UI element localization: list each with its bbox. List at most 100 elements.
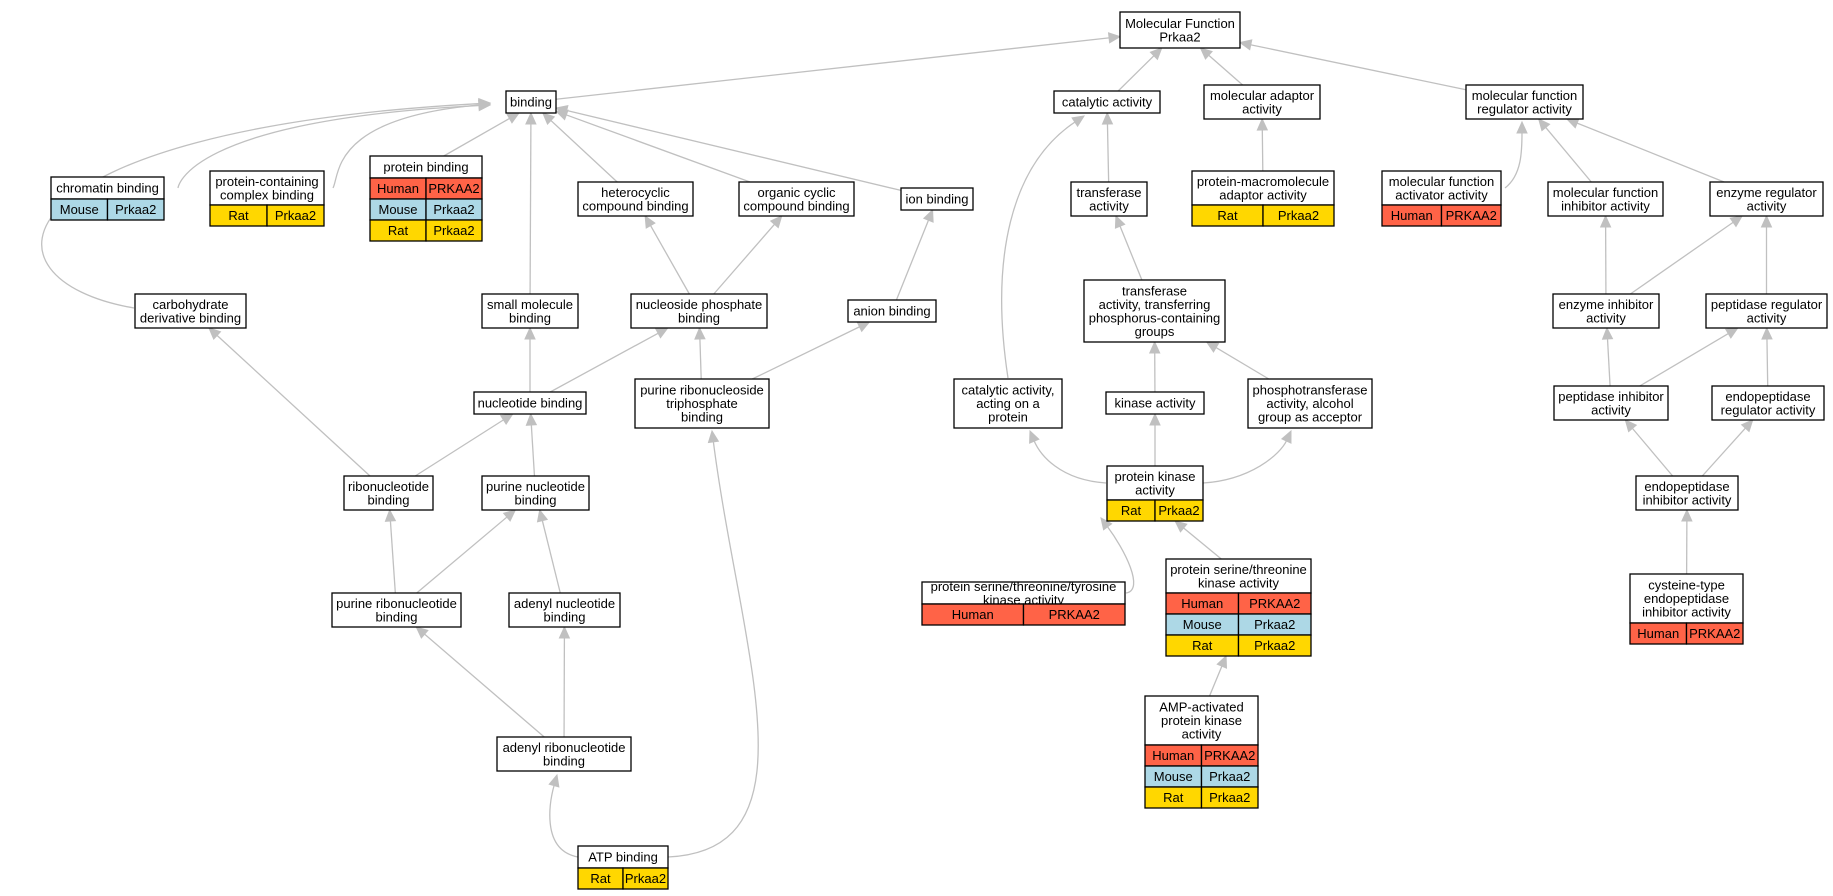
- edge-line: [1504, 131, 1523, 189]
- go-term-node[interactable]: protein serine/threonine/tyrosinekinase …: [921, 579, 1126, 626]
- term-label: peptidase regulator: [1711, 297, 1823, 312]
- term-box: [209, 170, 325, 206]
- species-label: Mouse: [1154, 769, 1193, 784]
- term-label: AMP-activated: [1159, 700, 1244, 715]
- term-label: binding: [681, 410, 723, 425]
- is-a-edge: [1537, 118, 1592, 183]
- term-label: endopeptidase: [1644, 591, 1729, 606]
- term-label: phosphorus-containing: [1089, 310, 1221, 325]
- edge-arrowhead: [478, 97, 492, 110]
- go-term-node[interactable]: anion binding: [847, 299, 937, 323]
- is-a-edge: [554, 105, 902, 192]
- gene-cell: [622, 867, 669, 890]
- is-a-edge: [1205, 341, 1270, 380]
- term-box: [1635, 475, 1739, 511]
- edge-line: [215, 334, 371, 477]
- go-term-node[interactable]: ion binding: [900, 187, 974, 211]
- species-label: Rat: [1217, 208, 1238, 223]
- edge-arrowhead: [1199, 47, 1213, 60]
- term-box: [1105, 391, 1205, 415]
- go-term-node[interactable]: nucleotide binding: [473, 391, 587, 415]
- is-a-edge: [415, 626, 545, 738]
- term-label: molecular function: [1472, 88, 1578, 103]
- term-box: [1711, 385, 1825, 421]
- term-label: Molecular Function: [1125, 16, 1235, 31]
- go-term-node[interactable]: binding: [505, 90, 557, 114]
- term-label: activity, transferring: [1099, 297, 1211, 312]
- is-a-edge: [416, 509, 517, 594]
- edge-line: [332, 104, 481, 189]
- gene-symbol: Prkaa2: [433, 202, 474, 217]
- go-term-node[interactable]: kinase activity: [1105, 391, 1205, 415]
- term-label: binding: [543, 753, 585, 768]
- gene-symbol: PRKAA2: [1689, 626, 1740, 641]
- edge-arrowhead: [1599, 214, 1612, 228]
- term-label: protein-macromolecule: [1197, 174, 1329, 189]
- edge-arrowhead: [525, 412, 538, 426]
- term-box: [1053, 90, 1161, 114]
- gene-symbol: Prkaa2: [625, 871, 666, 886]
- term-label: chromatin binding: [56, 181, 159, 196]
- edge-line: [1701, 426, 1747, 477]
- edge-arrowhead: [1216, 654, 1228, 669]
- term-label: inhibitor activity: [1561, 198, 1650, 213]
- term-label: protein kinase: [1161, 713, 1242, 728]
- edge-line: [555, 37, 1111, 100]
- edge-line: [1606, 337, 1611, 387]
- gene-symbol: Prkaa2: [275, 208, 316, 223]
- go-term-node[interactable]: catalytic activity: [1053, 90, 1161, 114]
- is-a-edge: [1238, 39, 1467, 91]
- gene-cell: [1440, 204, 1502, 227]
- term-box: [1709, 181, 1824, 217]
- species-label: Rat: [590, 871, 611, 886]
- edge-arrowhead: [1205, 341, 1220, 353]
- is-a-edge: [1760, 214, 1773, 294]
- term-label: adenyl nucleotide: [514, 596, 615, 611]
- is-a-edge: [1001, 115, 1086, 379]
- edge-line: [541, 519, 561, 594]
- term-label: adenyl ribonucleotide: [503, 740, 626, 755]
- edge-arrowhead: [548, 773, 560, 788]
- is-a-edge: [1199, 47, 1244, 86]
- is-a-edge: [555, 32, 1122, 100]
